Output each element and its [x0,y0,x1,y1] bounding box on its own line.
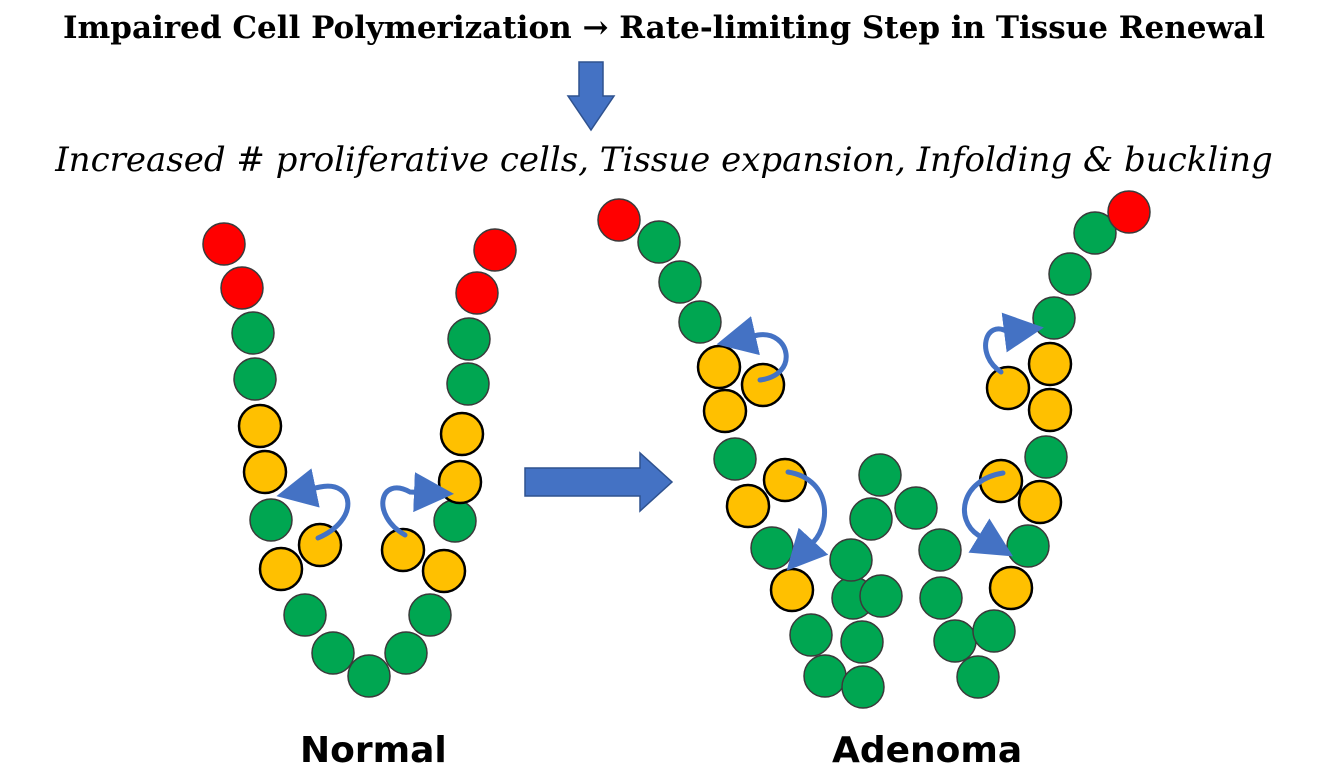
green-cell [311,631,355,675]
green-cell [933,619,977,663]
red-cell [220,266,264,310]
green-cell [859,574,903,618]
green-cell [678,300,722,344]
green-cell [840,620,884,664]
yellow-cell [1027,387,1073,433]
yellow-cell [1027,341,1073,387]
yellow-cell [421,548,467,594]
green-cell [1048,252,1092,296]
curved-swap-arrow-icon [276,468,351,541]
green-cell [713,437,757,481]
green-cell [233,357,277,401]
yellow-cell [237,403,283,449]
curved-swap-arrow-icon [962,470,1014,557]
yellow-cell [242,449,288,495]
yellow-cell [762,457,808,503]
cell-layer [202,190,1151,709]
yellow-cell [380,527,426,573]
green-cell [841,665,885,709]
green-cell [1032,296,1076,340]
green-cell [384,631,428,675]
green-cell [894,486,938,530]
yellow-cell [702,388,748,434]
swap-arrow-layer [276,312,1044,571]
diagram-subtitle: Increased # proliferative cells, Tissue … [55,140,1273,180]
green-cell [1024,435,1068,479]
normal-label: Normal [300,730,447,771]
green-cell [750,526,794,570]
green-cell [283,593,327,637]
green-cell [829,538,873,582]
yellow-cell [1017,479,1063,525]
green-cell [637,220,681,264]
red-cell [1107,190,1151,234]
green-cell [249,498,293,542]
green-cell [858,453,902,497]
green-cell [231,311,275,355]
yellow-cell [439,411,485,457]
diagram-title: Impaired Cell Polymerization → Rate-limi… [62,10,1266,46]
curved-swap-arrow-icon [983,312,1044,375]
right-arrow-icon [524,451,674,513]
yellow-cell [725,483,771,529]
red-cell [455,271,499,315]
adenoma-label: Adenoma [832,730,1023,771]
green-cell [446,362,490,406]
green-cell [919,576,963,620]
green-cell [1006,524,1050,568]
yellow-cell [437,459,483,505]
green-cell [658,260,702,304]
green-cell [347,654,391,698]
green-cell [972,609,1016,653]
green-cell [789,613,833,657]
yellow-cell [769,567,815,613]
curved-swap-arrow-icon [785,469,829,571]
green-cell [956,655,1000,699]
red-cell [202,222,246,266]
green-cell [1073,211,1117,255]
green-cell [408,593,452,637]
down-arrow-icon [566,61,616,132]
green-cell [918,528,962,572]
yellow-cell [258,546,304,592]
yellow-cell [696,344,742,390]
curved-swap-arrow-icon [716,316,789,383]
green-cell [849,497,893,541]
curved-swap-arrow-icon [380,472,454,538]
yellow-cell [985,365,1031,411]
green-cell [433,499,477,543]
red-cell [473,228,517,272]
yellow-cell [978,458,1024,504]
green-cell [447,317,491,361]
green-cell [803,654,847,698]
yellow-cell [988,565,1034,611]
red-cell [597,198,641,242]
yellow-cell [297,522,343,568]
